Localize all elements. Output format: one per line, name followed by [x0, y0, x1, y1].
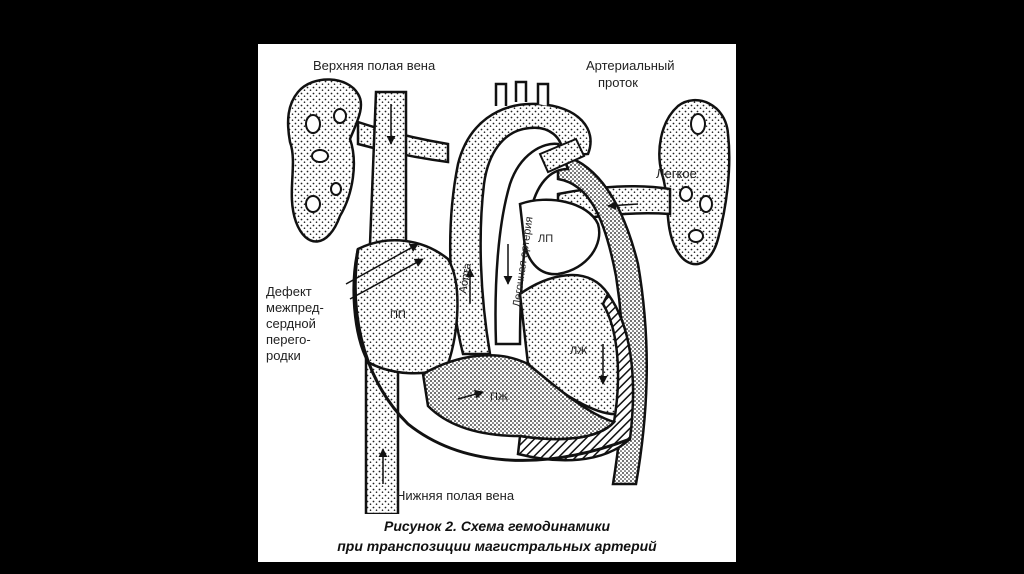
figure-caption-line2: при транспозиции магистральных артерий: [258, 538, 736, 554]
label-lung: Легкое: [656, 166, 697, 181]
label-superior-vena-cava: Верхняя полая вена: [313, 58, 435, 73]
figure-caption-line1: Рисунок 2. Схема гемодинамики: [258, 518, 736, 534]
label-left-atrium: ЛП: [538, 232, 553, 247]
label-right-atrium: ПП: [390, 308, 406, 323]
heart-schematic: [258, 44, 736, 514]
label-defect-line5: родки: [266, 348, 301, 363]
figure-panel: Верхняя полая вена Артериальный проток Л…: [258, 44, 736, 562]
right-atrium: [354, 240, 458, 373]
label-ductus-line2: проток: [598, 75, 638, 90]
label-defect-line2: межпред-: [266, 300, 324, 315]
label-left-ventricle: ЛЖ: [570, 344, 587, 359]
label-defect-line1: Дефект: [266, 284, 312, 299]
label-defect-line3: сердной: [266, 316, 316, 331]
label-right-ventricle: ПЖ: [490, 390, 508, 405]
label-ductus-line1: Артериальный: [586, 58, 675, 73]
label-defect-line4: перего-: [266, 332, 311, 347]
label-inferior-vena-cava: Нижняя полая вена: [396, 488, 514, 503]
